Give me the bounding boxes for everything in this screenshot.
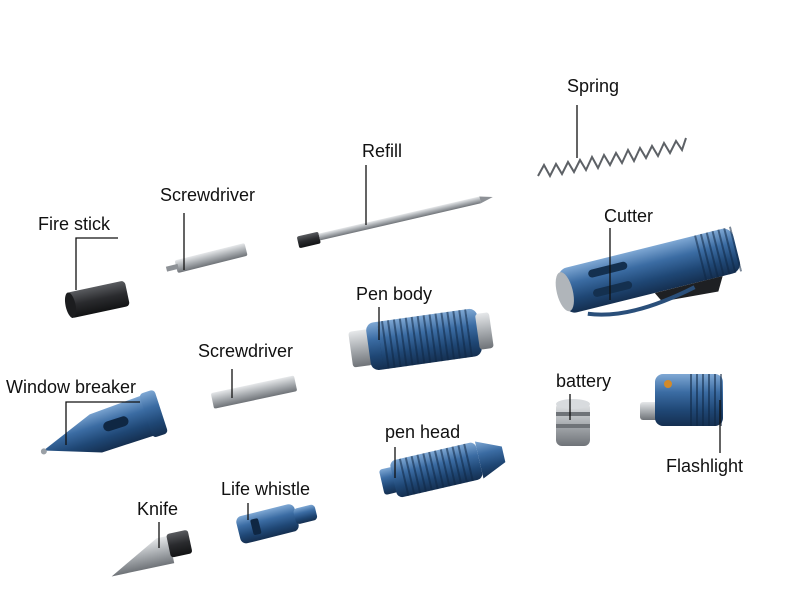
fire-stick-part [64,281,130,318]
window-breaker-leader [65,401,140,445]
window-breaker-part [40,390,168,455]
battery-part [556,399,590,446]
cutter-label: Cutter [604,206,654,226]
pen-body-label: Pen body [356,284,433,304]
life-whistle-part [236,504,318,544]
pen-head-part [379,441,506,498]
flashlight-label: Flashlight [666,456,744,476]
knife-label: Knife [137,499,179,519]
pen-body-part [348,308,494,370]
flashlight-part [640,374,723,426]
fire-stick-leader [75,237,118,290]
spring-part [537,137,687,179]
refill-label: Refill [362,141,403,161]
cutter-part [555,226,743,317]
screwdriver-top-part [165,243,248,273]
refill-part [297,196,493,248]
leader-lines [65,105,721,548]
battery-label: battery [556,371,612,391]
fire-stick-label: Fire stick [38,214,110,234]
spring-label: Spring [567,76,620,96]
screwdriver-top-label: Screwdriver [160,185,256,205]
screwdriver-mid-label: Screwdriver [198,341,294,361]
pen-head-label: pen head [385,422,461,442]
knife-part [111,530,192,577]
life-whistle-label: Life whistle [221,479,311,499]
window-breaker-label: Window breaker [6,377,137,397]
screwdriver-mid-part [211,375,297,409]
